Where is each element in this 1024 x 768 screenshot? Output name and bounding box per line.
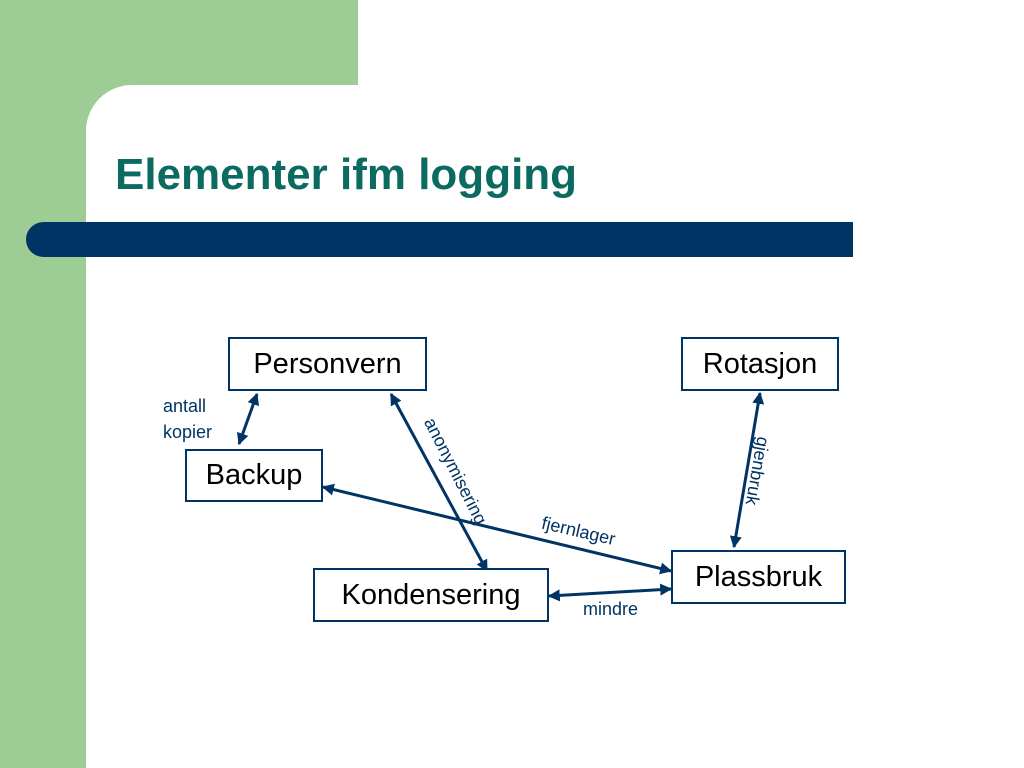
edge-label-antall-kopier: antall kopier bbox=[163, 393, 212, 445]
node-kondensering: Kondensering bbox=[313, 568, 549, 622]
node-plassbruk-label: Plassbruk bbox=[694, 560, 823, 593]
node-personvern: Personvern bbox=[228, 337, 427, 391]
edge-rotasjon-plassbruk bbox=[729, 391, 765, 549]
node-backup: Backup bbox=[185, 449, 323, 502]
node-rotasjon-label: Rotasjon bbox=[702, 347, 818, 380]
edge-backup-plassbruk bbox=[321, 483, 673, 575]
node-kondensering-label: Kondensering bbox=[341, 578, 521, 611]
edge-personvern-backup bbox=[237, 392, 259, 446]
edge-label-antall: antall bbox=[163, 396, 207, 416]
node-plassbruk: Plassbruk bbox=[671, 550, 846, 604]
node-personvern-label: Personvern bbox=[253, 347, 402, 380]
edge-kondensering-plassbruk bbox=[547, 583, 673, 602]
node-backup-label: Backup bbox=[205, 459, 303, 491]
title-underline-bar bbox=[26, 222, 853, 257]
edge-label-mindre: mindre bbox=[583, 599, 639, 619]
node-rotasjon: Rotasjon bbox=[681, 337, 839, 391]
edge-label-kopier: kopier bbox=[163, 422, 213, 442]
slide-title: Elementer ifm logging bbox=[115, 150, 578, 199]
